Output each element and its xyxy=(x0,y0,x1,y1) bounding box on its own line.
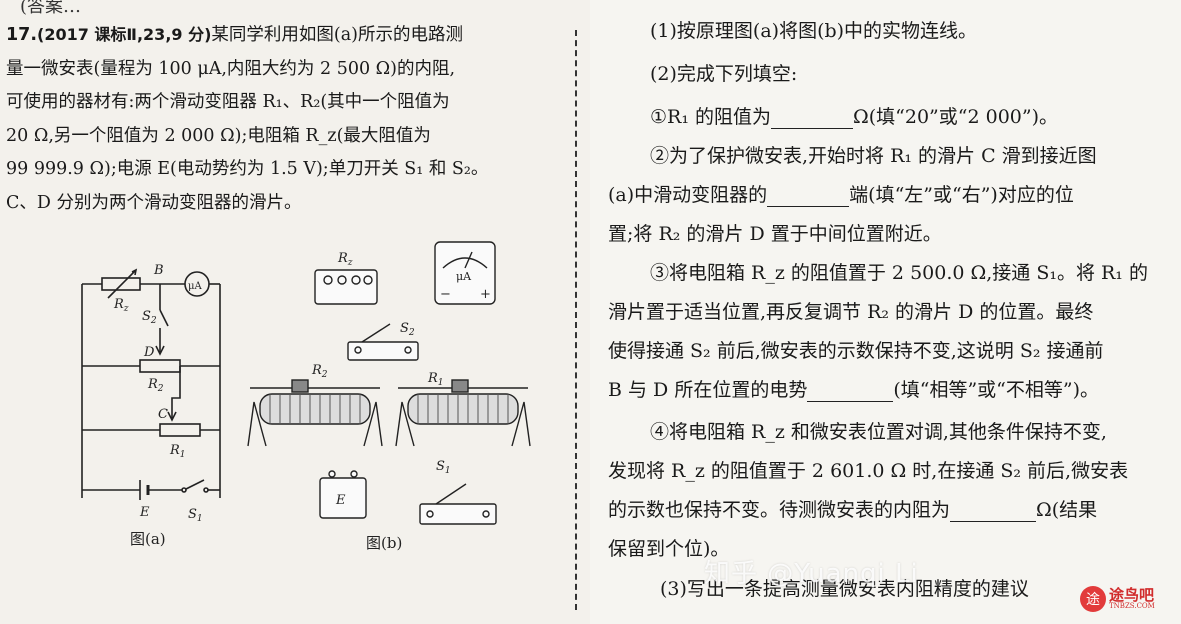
answer-blank-3[interactable] xyxy=(807,379,894,402)
stem-line-1: 某同学利用如图(a)所示的电路测 xyxy=(211,25,464,45)
left-column: (答案… 17.(2017 课标Ⅱ,23,9 分)某同学利用如图(a)所示的电路… xyxy=(0,0,565,624)
right-column: (1)按原理图(a)将图(b)中的实物连线。 (2)完成下列填空: ①R₁ 的阻… xyxy=(590,0,1181,624)
label-b-e: E xyxy=(335,493,346,508)
label-c: C xyxy=(158,407,168,422)
stem-line-6: C、D 分别为两个滑动变阻器的滑片。 xyxy=(6,192,302,213)
question-number: 17. xyxy=(6,25,38,45)
label-s2: S2 xyxy=(142,309,157,326)
rheostat-r1-object xyxy=(407,393,519,425)
label-b-r2: R2 xyxy=(311,363,328,380)
q2-text: (2)完成下列填空: xyxy=(650,63,798,85)
q2-4-line-4: 保留到个位)。 xyxy=(608,538,730,560)
label-e: E xyxy=(139,505,150,520)
q2-2-line-1: ②为了保护微安表,开始时将 R₁ 的滑片 C 滑到接近图 xyxy=(650,145,1097,167)
q2-4-line-2: 发现将 R_z 的阻值置于 2 601.0 Ω 时,在接通 S₂ 前后,微安表 xyxy=(608,460,1129,482)
q2-3-line-3: 使得接通 S₂ 前后,微安表的示数保持不变,这说明 S₂ 接通前 xyxy=(608,340,1104,362)
cropped-top-text: (答案… xyxy=(20,0,82,17)
label-ua: μA xyxy=(188,281,202,292)
circuit-diagram-a: Rz B μA S2 D R2 C R1 E S1 图(a) xyxy=(81,263,221,548)
answer-blank-1[interactable] xyxy=(771,106,853,129)
q2-3-line-2: 滑片置于适当位置,再反复调节 R₂ 的滑片 D 的位置。最终 xyxy=(608,301,1094,323)
label-b-s1: S1 xyxy=(436,459,451,476)
rheostat-r1 xyxy=(159,423,201,437)
label-b-meter: μA xyxy=(456,270,472,283)
rheostat-r2 xyxy=(139,359,181,373)
label-b-rz: Rz xyxy=(337,251,353,268)
q3-text: (3)写出一条提高测量微安表内阻精度的建议 xyxy=(660,578,1029,600)
site-logo: 途 途鸟吧 TNBZS.COM xyxy=(1080,586,1155,612)
question-17-stem: 17.(2017 课标Ⅱ,23,9 分)某同学利用如图(a)所示的电路测 量一微… xyxy=(6,18,556,220)
switch-s1-object xyxy=(419,503,497,525)
label-rz: Rz xyxy=(113,297,129,314)
label-r2: R2 xyxy=(147,377,164,394)
label-d: D xyxy=(143,345,155,360)
label-b-minus: − xyxy=(440,287,451,302)
stem-line-3: 可使用的器材有:两个滑动变阻器 R₁、R₂(其中一个阻值为 xyxy=(6,92,450,112)
q2-4-line-3: 的示数也保持不变。待测微安表的内阻为 Ω(结果 xyxy=(608,499,1098,522)
q2-3-line-1: ③将电阻箱 R_z 的阻值置于 2 500.0 Ω,接通 S₁。将 R₁ 的 xyxy=(650,262,1148,284)
stem-line-4: 20 Ω,另一个阻值为 2 000 Ω);电阻箱 R_z(最大阻值为 xyxy=(6,125,431,146)
stem-line-2: 量一微安表(量程为 100 μA,内阻大约为 2 500 Ω)的内阻, xyxy=(6,58,456,79)
rheostat-r2-object xyxy=(259,393,371,425)
label-s1: S1 xyxy=(188,507,203,524)
q1-text: (1)按原理图(a)将图(b)中的实物连线。 xyxy=(650,20,978,42)
label-b: B xyxy=(153,263,164,278)
logo-bird-icon: 途 xyxy=(1080,586,1106,612)
q2-4-line-1: ④将电阻箱 R_z 和微安表位置对调,其他条件保持不变, xyxy=(650,421,1107,443)
q2-3-line-4: B 与 D 所在位置的电势 (填“相等”或“不相等”)。 xyxy=(608,379,1100,402)
question-source: (2017 课标Ⅱ,23,9 分) xyxy=(37,25,212,44)
stem-line-5: 99 999.9 Ω);电源 E(电动势约为 1.5 V);单刀开关 S₁ 和 … xyxy=(6,159,489,179)
q2-2-line-3: 置;将 R₂ 的滑片 D 置于中间位置附近。 xyxy=(608,223,942,245)
logo-text: 途鸟吧 xyxy=(1109,586,1155,604)
watermark-text: 知乎 @Yuanqi Li xyxy=(704,559,919,589)
q2-1-line: ①R₁ 的阻值为 Ω(填“20”或“2 000”)。 xyxy=(650,106,1059,129)
caption-fig-b: 图(b) xyxy=(366,534,402,552)
column-divider xyxy=(575,30,577,610)
answer-blank-2[interactable] xyxy=(767,184,850,207)
label-r1: R1 xyxy=(169,443,186,460)
microammeter-object xyxy=(434,241,496,305)
battery-object xyxy=(319,477,367,519)
logo-subtext: TNBZS.COM xyxy=(1109,602,1155,610)
label-b-r1: R1 xyxy=(427,371,444,388)
switch-s2-object xyxy=(347,341,419,361)
label-b-plus: + xyxy=(480,287,491,302)
label-b-s2: S2 xyxy=(400,321,415,338)
answer-blank-4[interactable] xyxy=(950,499,1037,522)
caption-fig-a: 图(a) xyxy=(130,530,166,548)
apparatus-diagram-b: Rz μA − + S2 R2 R1 E S1 图(b) xyxy=(247,241,531,552)
q2-2-line-2: (a)中滑动变阻器的 端(填“左”或“右”)对应的位 xyxy=(608,184,1074,207)
resistance-box-object xyxy=(314,269,378,305)
